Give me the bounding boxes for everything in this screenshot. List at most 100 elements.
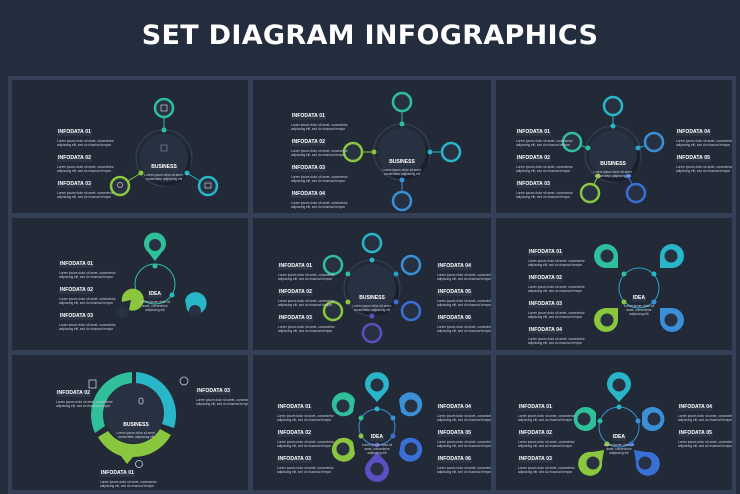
target-pin-icon xyxy=(144,232,167,261)
microphone-icon xyxy=(361,322,383,344)
document-pin-icon xyxy=(116,288,144,318)
target-icon xyxy=(602,95,624,117)
center-label: IDEA xyxy=(370,434,384,441)
center-description: Lorem ipsum dolor sit amet, consectetur … xyxy=(139,300,171,313)
center-label: BUSINESS xyxy=(599,161,627,168)
trophy-icon xyxy=(440,141,462,163)
diagram-grid: BUSINESS Lorem ipsum dolor sit amet, con… xyxy=(8,76,736,494)
document-pin-icon xyxy=(594,308,618,332)
center-description: Lorem ipsum dolor sit amet, consectetur … xyxy=(116,431,156,440)
lightbulb-icon xyxy=(135,460,143,468)
target-icon xyxy=(179,376,189,386)
set-diagram-3-nodes xyxy=(109,97,219,197)
trophy-pin-icon xyxy=(660,244,684,268)
document-pin-icon xyxy=(578,450,604,476)
panel-6-pin-idea: IDEA Lorem ipsum dolor sit amet, consect… xyxy=(253,355,491,490)
set-diagram-3-pins xyxy=(116,232,207,318)
trophy-pin-icon xyxy=(185,292,207,317)
center-description: Lorem ipsum dolor sit amet, consectetur … xyxy=(352,304,392,313)
center-description: Lorem ipsum dolor sit amet, consectetur … xyxy=(382,168,422,177)
microphone-pin-icon xyxy=(399,437,423,462)
document-icon xyxy=(561,131,583,153)
lightbulb-icon xyxy=(109,175,131,197)
pyramid-icon xyxy=(400,254,422,276)
target-icon xyxy=(153,97,175,119)
microphone-icon xyxy=(138,397,144,405)
panel-6-node-business: BUSINESS Lorem ipsum dolor sit amet, con… xyxy=(253,218,491,350)
center-description: Lorem ipsum dolor sit amet, consectetur … xyxy=(623,304,655,317)
trophy-pin-icon xyxy=(399,392,423,417)
trophy-icon xyxy=(197,175,219,197)
pyramid-pin-icon xyxy=(365,372,389,402)
set-diagram-5-pins xyxy=(573,372,665,476)
trophy-icon xyxy=(400,300,422,322)
lightbulb-icon xyxy=(342,141,364,163)
mail-pin-icon xyxy=(573,407,596,431)
center-label: IDEA xyxy=(148,291,162,298)
center-description: Lorem ipsum dolor sit amet, consectetur … xyxy=(593,170,633,179)
target-icon xyxy=(391,91,413,113)
lightbulb-icon xyxy=(579,182,601,204)
lightbulb-icon xyxy=(322,300,344,322)
panel-ring-business: BUSINESS Lorem ipsum dolor sit amet, con… xyxy=(12,355,248,490)
panel-5-pin-idea: IDEA Lorem ipsum dolor sit amet, consect… xyxy=(496,355,732,490)
hand-pin-icon xyxy=(331,392,355,417)
set-diagram-6-pins xyxy=(331,372,423,482)
page-title: SET DIAGRAM INFOGRAPHICS xyxy=(141,20,599,51)
trophy-pin-icon xyxy=(642,407,665,431)
trophy-icon xyxy=(643,131,665,153)
microphone-icon xyxy=(625,182,647,204)
globe-pin-icon xyxy=(607,372,631,402)
center-label: IDEA xyxy=(632,295,646,302)
center-description: Lorem ipsum dolor sit amet, consectetur … xyxy=(144,173,184,182)
panel-3-pin-idea: IDEA Lorem ipsum dolor sit amet, consect… xyxy=(12,218,248,350)
panel-5-node-business: BUSINESS Lorem ipsum dolor sit amet, con… xyxy=(496,80,732,213)
target-pin-icon xyxy=(634,450,660,476)
document-icon xyxy=(88,379,97,389)
hand-pin-icon xyxy=(594,244,618,268)
panel-3-node-business: BUSINESS Lorem ipsum dolor sit amet, con… xyxy=(12,80,248,213)
center-description: Lorem ipsum dolor sit amet, consectetur … xyxy=(603,443,635,456)
panel-4-pin-idea: IDEA Lorem ipsum dolor sit amet, consect… xyxy=(496,218,732,350)
center-label: BUSINESS xyxy=(150,164,178,171)
center-label: BUSINESS xyxy=(122,422,150,429)
panel-4-node-business: BUSINESS Lorem ipsum dolor sit amet, con… xyxy=(253,80,491,213)
center-label: BUSINESS xyxy=(358,295,386,302)
target-pin-icon xyxy=(365,452,389,482)
center-label: BUSINESS xyxy=(388,159,416,166)
